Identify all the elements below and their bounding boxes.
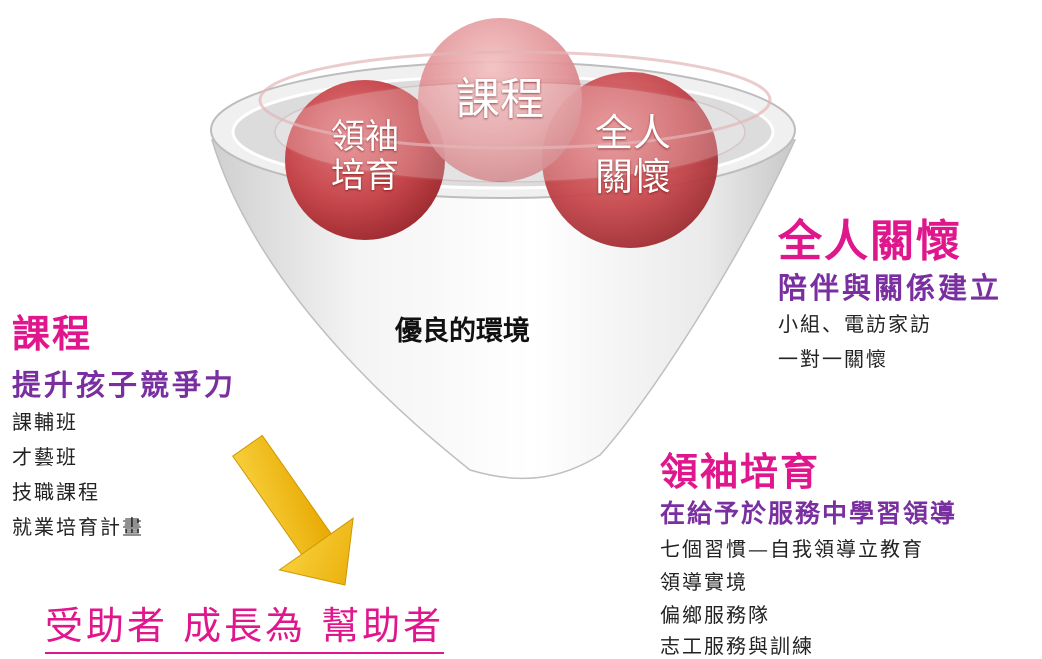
curriculum-item: 就業培育計畫	[12, 515, 144, 539]
leadership-item: 偏鄉服務隊	[660, 603, 770, 627]
leadership-item: 七個習慣—自我領導立教育	[660, 537, 924, 561]
funnel-center-label: 優良的環境	[395, 316, 530, 347]
circle-curriculum	[418, 18, 582, 182]
leadership-title: 領袖培育	[660, 449, 821, 494]
circle-label-line: 關懷	[594, 154, 671, 199]
circle-label-care: 全人 關懷	[578, 111, 688, 199]
curriculum-title: 課程	[12, 311, 93, 356]
care-title: 全人關懷	[778, 216, 962, 267]
circle-label-line: 課程	[456, 74, 544, 125]
circle-label-line: 培育	[331, 156, 399, 197]
care-item: 一對一關懷	[778, 347, 888, 371]
circle-label-line: 全人	[594, 111, 671, 155]
curriculum-subtitle: 提升孩子競爭力	[12, 368, 237, 402]
outcome-text: 受助者 成長為 幫助者	[45, 595, 445, 654]
care-subtitle: 陪伴與關係建立	[778, 271, 1003, 305]
circle-label-curriculum: 課程	[440, 74, 560, 126]
circle-leadership	[285, 80, 445, 240]
glass-band	[274, 81, 746, 183]
curriculum-item: 課輔班	[12, 410, 78, 434]
care-item: 小組、電訪家訪	[778, 312, 932, 336]
curriculum-item: 技職課程	[12, 480, 100, 504]
leadership-item: 志工服務與訓練	[660, 634, 814, 658]
outcome-arrow	[232, 434, 354, 586]
circle-label-leadership: 領袖 培育	[315, 117, 415, 197]
circle-care	[542, 72, 718, 248]
circle-label-line: 領袖	[331, 117, 399, 157]
leadership-item: 領導實境	[660, 570, 748, 594]
leadership-subtitle: 在給予於服務中學習領導	[660, 499, 958, 528]
curriculum-item: 才藝班	[12, 445, 78, 469]
